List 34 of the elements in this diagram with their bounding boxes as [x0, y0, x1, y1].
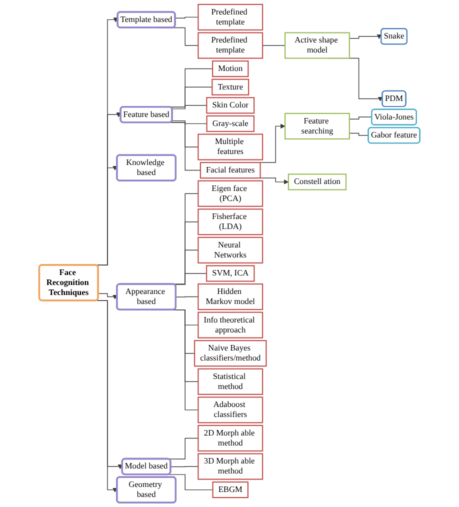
node-box: Texture [212, 78, 250, 96]
node-box: Statistical method [198, 368, 264, 395]
connector [349, 132, 369, 136]
arrow [260, 178, 289, 184]
node-box: Active shape model [284, 32, 350, 59]
connector [349, 116, 372, 120]
connector [174, 16, 199, 18]
node-box: Eigen face (PCA) [198, 180, 264, 207]
node-box: Hidden Markov model [198, 283, 264, 310]
node-box: 3D Morph able method [198, 453, 264, 480]
node-box: SVM, ICA [206, 265, 255, 282]
connector [262, 45, 286, 46]
node-box: Info theoretical approach [198, 312, 264, 338]
node-box: Gray-scale [206, 115, 254, 132]
connector [170, 466, 199, 468]
node-box: Naive Bayes classifiers/method [194, 340, 267, 367]
node-box: Predefined template [198, 32, 264, 59]
connector [176, 296, 199, 298]
node-box: Multiple features [198, 134, 264, 160]
arrow [349, 34, 382, 40]
node-box: Facial features [200, 162, 261, 179]
node-box: Feature searching [284, 112, 350, 140]
node-box: Neural Networks [198, 236, 264, 264]
arrow [98, 293, 118, 300]
node-box: Constell ation [288, 174, 347, 190]
node-box: Predefined template [198, 4, 264, 30]
node-box: Motion [212, 60, 249, 78]
connector [172, 105, 208, 110]
connector [172, 120, 208, 124]
node-box: 2D Morph able method [198, 424, 264, 452]
node-box: Fisherface (LDA) [198, 208, 264, 236]
node-box: EBGM [212, 481, 248, 498]
node-box: Adaboost classifiers [198, 396, 264, 424]
node-box: Skin Color [206, 97, 255, 114]
